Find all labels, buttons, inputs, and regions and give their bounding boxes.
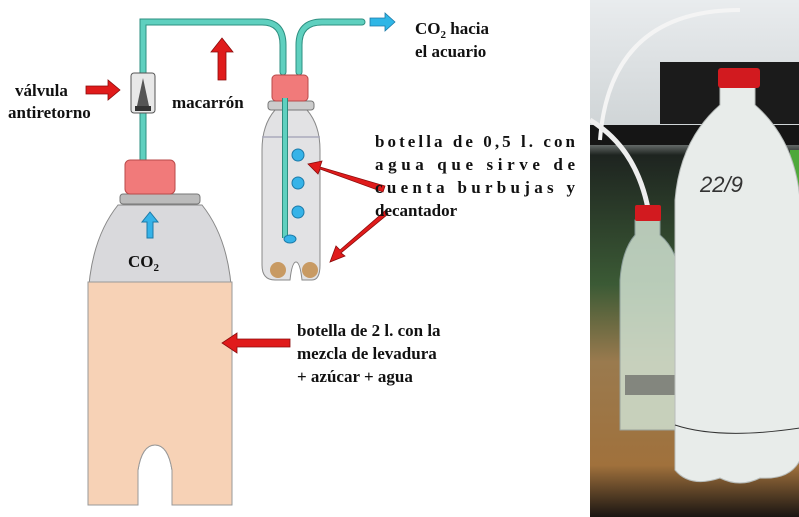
small-bottle-label-2: agua que sirve de bbox=[375, 155, 575, 174]
sediment bbox=[302, 262, 318, 278]
co2-out-arrow bbox=[369, 12, 396, 32]
tubing bbox=[139, 18, 366, 164]
pointer-arrows bbox=[85, 12, 396, 354]
macarron-label: macarrón bbox=[172, 93, 244, 112]
bubble bbox=[291, 176, 305, 190]
co2-system-diagram: válvula antiretorno macarrón CO2 hacia e… bbox=[8, 12, 576, 506]
big-bottle-label-3: + azúcar + agua bbox=[297, 367, 413, 386]
bubble bbox=[283, 234, 297, 244]
bubble bbox=[291, 205, 305, 219]
valve-label-1: válvula bbox=[15, 81, 68, 100]
big-bottle bbox=[87, 159, 233, 506]
photo-real-setup: 22/9 bbox=[590, 0, 799, 517]
co2-up-arrow bbox=[140, 211, 160, 239]
small-bottle bbox=[261, 74, 321, 281]
valve-arrow bbox=[85, 79, 121, 101]
sediment-arrow bbox=[329, 209, 389, 263]
macarron-arrow bbox=[210, 37, 234, 81]
small-bottle-label-3: cuenta burbujas y bbox=[375, 178, 576, 197]
check-valve bbox=[130, 72, 156, 114]
handwritten-date: 22/9 bbox=[699, 172, 743, 197]
small-bottle-label-4: decantador bbox=[375, 201, 458, 220]
co2-out-label-2: el acuario bbox=[415, 42, 486, 61]
sediment bbox=[270, 262, 286, 278]
small-bottle-label-1: botella de 0,5 l. con bbox=[375, 132, 576, 151]
bubble bbox=[291, 148, 305, 162]
bubble-arrow bbox=[307, 160, 386, 193]
svg-text:válvula: válvula bbox=[15, 81, 68, 100]
big-bottle-label-2: mezcla de levadura bbox=[297, 344, 437, 363]
co2-out-label-1: CO2 hacia bbox=[415, 19, 489, 41]
co2-inside-label: CO2 bbox=[128, 252, 160, 274]
big-bottle-label-1: botella de 2 l. con la bbox=[297, 321, 441, 340]
big-bottle-arrow bbox=[221, 332, 291, 354]
valve-label-2: antiretorno bbox=[8, 103, 91, 122]
svg-text:antiretorno: antiretorno bbox=[8, 103, 91, 122]
